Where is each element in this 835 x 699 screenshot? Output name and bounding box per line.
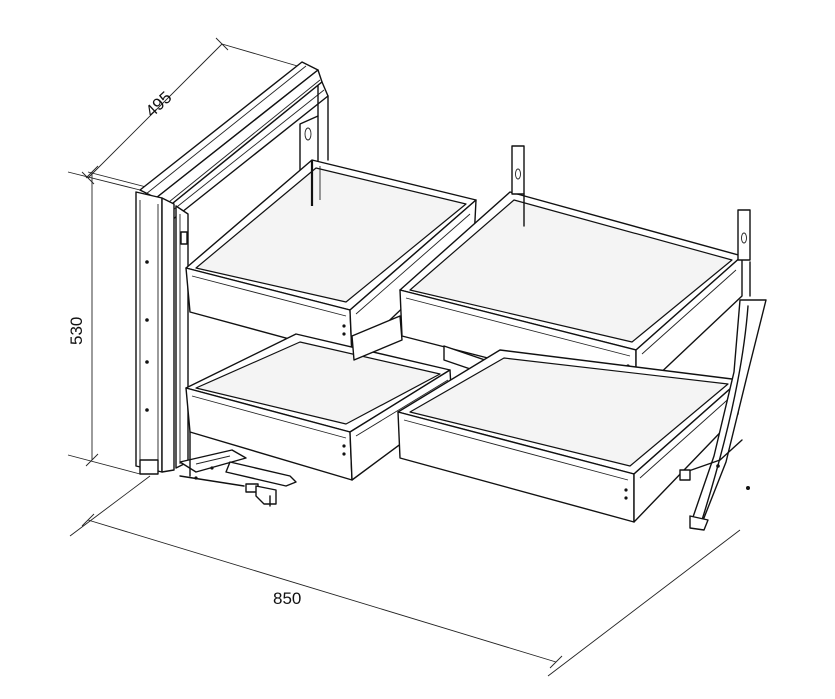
dimension-width: 850 xyxy=(69,475,741,677)
right-support-panel xyxy=(679,299,767,531)
basket-lower-right xyxy=(397,349,741,523)
basket-lower-left xyxy=(185,333,453,481)
height-dimension-label: 530 xyxy=(67,317,86,345)
dimension-height: 530 xyxy=(67,165,141,475)
width-dimension-label: 850 xyxy=(273,589,301,608)
depth-dimension-label: 495 xyxy=(142,88,176,121)
